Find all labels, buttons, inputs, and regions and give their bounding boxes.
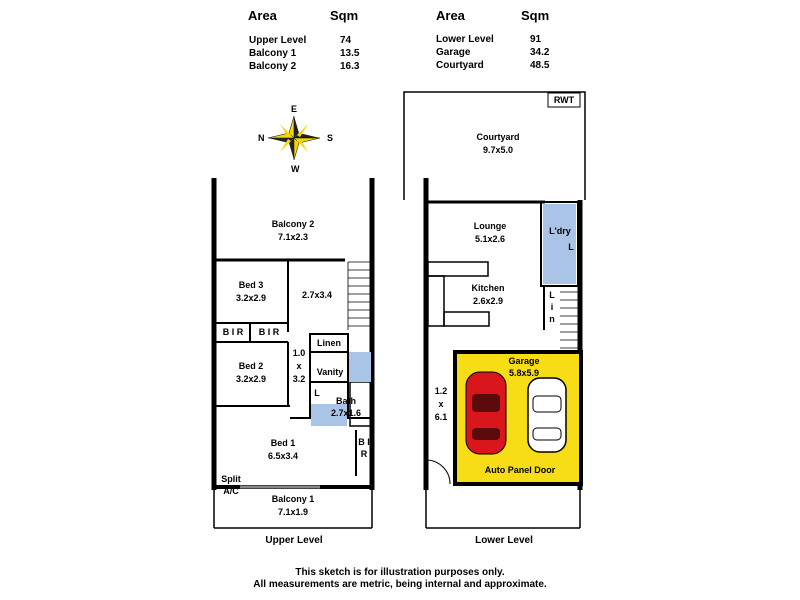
lower-l-mark: L xyxy=(568,242,574,252)
garage-size: 5.8x5.9 xyxy=(508,368,540,378)
bed-1-size: 6.5x3.4 xyxy=(267,451,299,461)
bir-left: B I R xyxy=(222,327,244,337)
courtyard-size: 9.7x5.0 xyxy=(482,145,514,155)
lower-hall-dim-bottom: 6.1 xyxy=(434,412,448,422)
lin-label-1: L xyxy=(549,290,555,300)
balcony-1-name: Balcony 1 xyxy=(271,494,315,504)
area-row-sqm: 16.3 xyxy=(340,61,360,72)
lower-level-plan xyxy=(403,91,586,529)
garage-name: Garage xyxy=(508,356,540,366)
rwt-label: RWT xyxy=(553,95,575,105)
laundry-label: L'dry xyxy=(549,226,571,236)
vanity-label: Vanity xyxy=(316,367,344,377)
area-row-sqm: 34.2 xyxy=(530,47,550,58)
hall-dim-top: 1.0 xyxy=(292,348,306,358)
lower-hall-dim-top: 1.2 xyxy=(434,386,448,396)
area-row-sqm: 74 xyxy=(340,35,352,46)
red-car-icon xyxy=(465,371,507,455)
compass-s-label: S xyxy=(327,133,333,143)
split-ac-line1: Split xyxy=(221,474,241,484)
hall-dim-mid: x xyxy=(296,361,302,371)
bath-size: 2.7x1.6 xyxy=(330,408,362,418)
lin-label-3: n xyxy=(549,314,555,324)
balcony-2-size: 7.1x2.3 xyxy=(277,232,309,242)
bed-1-name: Bed 1 xyxy=(270,438,296,448)
lounge-name: Lounge xyxy=(473,221,507,231)
area-row-sqm: 13.5 xyxy=(340,48,360,59)
area-header-left: Area xyxy=(248,8,277,23)
upper-level-title: Upper Level xyxy=(265,535,323,546)
kitchen-size: 2.6x2.9 xyxy=(472,296,504,306)
footnote-line-1: This sketch is for illustration purposes… xyxy=(295,567,505,578)
bath-name: Bath xyxy=(336,396,356,406)
bed-3-size: 3.2x2.9 xyxy=(235,293,267,303)
area-row-sqm: 91 xyxy=(530,34,542,45)
area-header-right: Area xyxy=(436,8,465,23)
courtyard-name: Courtyard xyxy=(476,132,520,142)
area-row-name: Courtyard xyxy=(436,60,484,71)
bed-3-name: Bed 3 xyxy=(238,280,264,290)
white-car-icon xyxy=(527,377,567,453)
room-size: 2.7x3.4 xyxy=(301,290,333,300)
area-row-name: Upper Level xyxy=(249,35,307,46)
compass-w-label: W xyxy=(291,164,300,174)
compass-n-label: N xyxy=(258,133,265,143)
bed-2-name: Bed 2 xyxy=(238,361,264,371)
lower-level-title: Lower Level xyxy=(475,535,533,546)
footnote-line-2: All measurements are metric, being inter… xyxy=(253,579,547,590)
balcony-2-name: Balcony 2 xyxy=(271,219,315,229)
split-ac-line2: A/C xyxy=(223,486,239,496)
lower-hall-dim-mid: x xyxy=(438,399,444,409)
hall-dim-bottom: 3.2 xyxy=(292,374,306,384)
compass-e-label: E xyxy=(291,104,297,114)
bed-2-size: 3.2x2.9 xyxy=(235,374,267,384)
garage-door-label: Auto Panel Door xyxy=(484,465,556,475)
compass-icon: N E S W xyxy=(258,104,333,174)
bir-bed-1: B I R xyxy=(358,437,370,459)
linen-label: Linen xyxy=(317,338,341,348)
area-row-sqm: 48.5 xyxy=(530,60,550,71)
bir-right: B I R xyxy=(258,327,280,337)
kitchen-name: Kitchen xyxy=(471,283,505,293)
upper-l-mark: L xyxy=(314,388,320,398)
area-row-name: Balcony 2 xyxy=(249,61,297,72)
lin-label-2: i xyxy=(550,302,554,312)
area-row-name: Garage xyxy=(436,47,471,58)
sqm-header-left: Sqm xyxy=(330,8,359,23)
lounge-size: 5.1x2.6 xyxy=(474,234,506,244)
balcony-1-size: 7.1x1.9 xyxy=(277,507,309,517)
sqm-header-right: Sqm xyxy=(521,8,550,23)
area-row-name: Lower Level xyxy=(436,34,494,45)
area-row-name: Balcony 1 xyxy=(249,48,297,59)
